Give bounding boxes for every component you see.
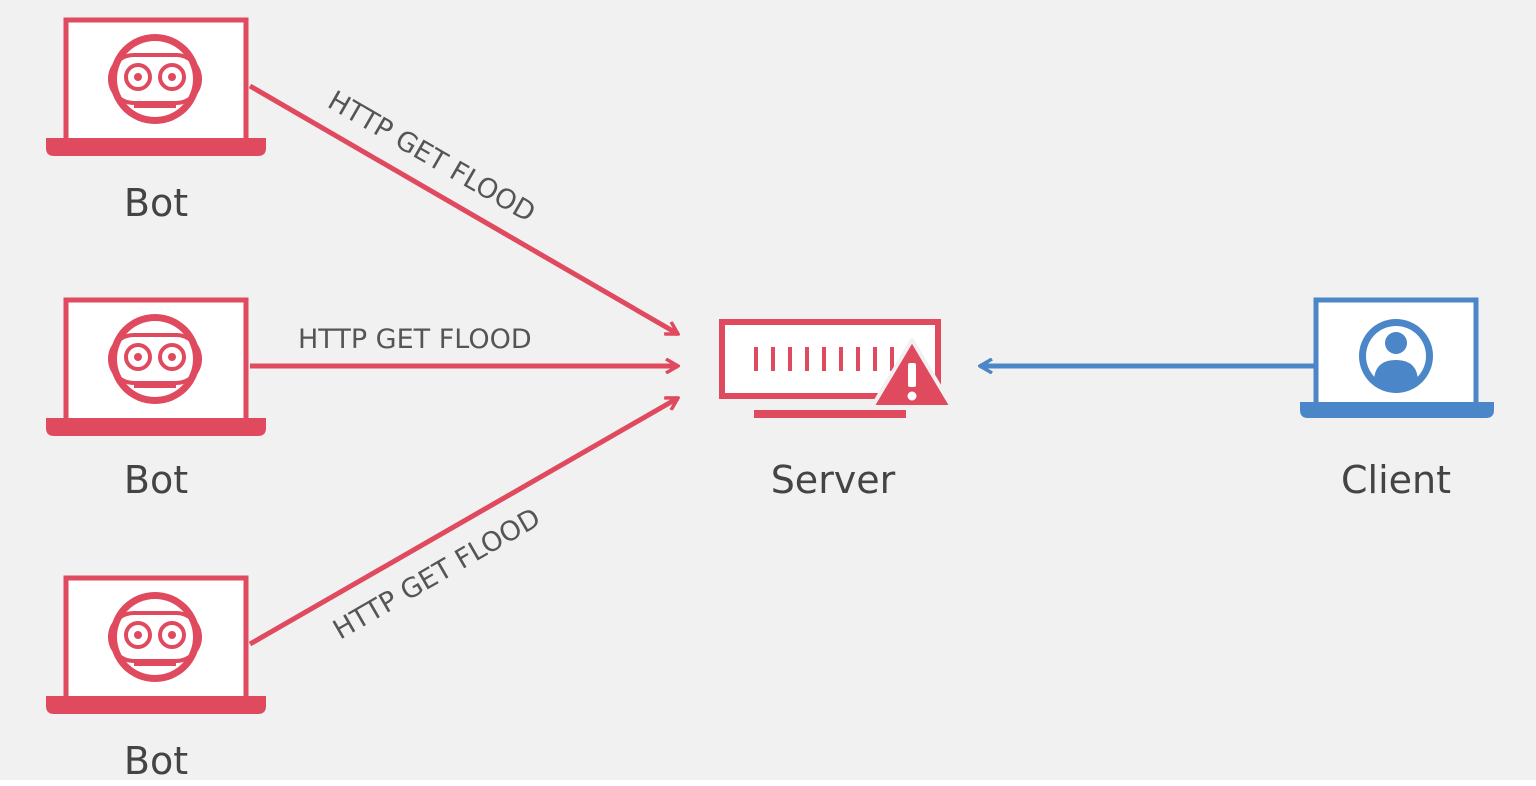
- robot-laptop-icon: [46, 300, 266, 436]
- attack-arrow-3: [248, 395, 678, 647]
- bot-label: Bot: [124, 458, 188, 502]
- robot-laptop-icon: [46, 20, 266, 156]
- edge-label-2: HTTP GET FLOOD: [298, 324, 532, 355]
- edge-label-1: HTTP GET FLOOD: [323, 85, 541, 229]
- bot-node-3: Bot: [46, 578, 266, 780]
- user-laptop-icon: [1300, 297, 1494, 418]
- attack-arrow-1: [248, 83, 678, 337]
- client-node: Client: [1300, 297, 1494, 502]
- server-warning-icon: [719, 319, 954, 418]
- edge-label-3: HTTP GET FLOOD: [328, 502, 546, 646]
- robot-laptop-icon: [46, 578, 266, 714]
- server-node: Server: [719, 319, 954, 502]
- bot-node-1: Bot: [46, 20, 266, 225]
- bot-node-2: Bot: [46, 300, 266, 502]
- bot-label: Bot: [124, 181, 188, 225]
- client-label: Client: [1341, 458, 1451, 502]
- server-label: Server: [771, 458, 896, 502]
- bot-label: Bot: [124, 739, 188, 780]
